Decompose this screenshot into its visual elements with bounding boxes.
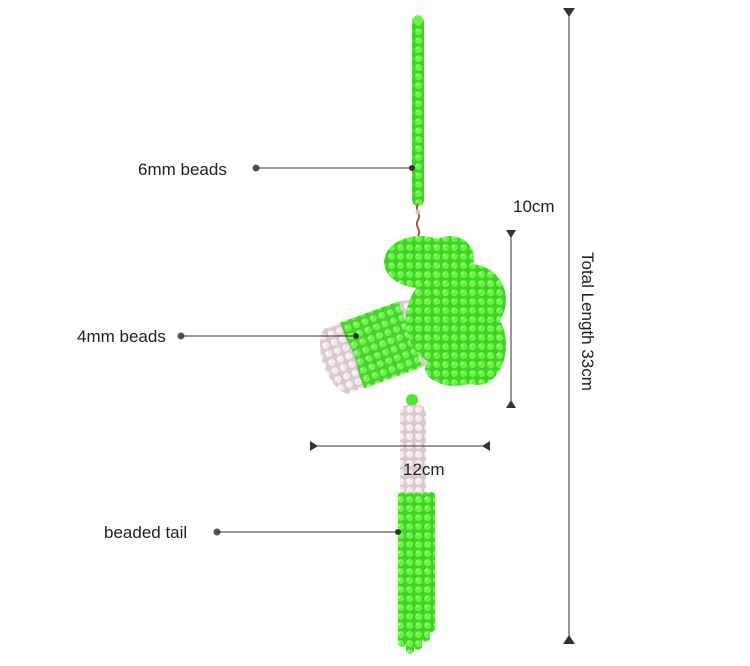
- bead-strand-6mm: [412, 15, 424, 206]
- arrow-down-icon: [506, 230, 516, 238]
- dimension-width-12cm: 12cm: [310, 441, 490, 479]
- arrow-right-icon: [310, 441, 318, 451]
- label-10cm: 10cm: [513, 197, 555, 216]
- label-beaded-tail: beaded tail: [104, 523, 187, 542]
- label-4mm-beads: 4mm beads: [77, 327, 166, 346]
- callout-4mm-beads: 4mm beads: [77, 327, 359, 346]
- dimension-total-length: Total Length 33cm: [563, 8, 597, 644]
- callout-6mm-beads: 6mm beads: [138, 160, 415, 179]
- callout-beaded-tail: beaded tail: [104, 523, 401, 542]
- label-6mm-beads: 6mm beads: [138, 160, 227, 179]
- arrow-up-icon: [563, 635, 575, 644]
- arrow-up-icon: [506, 400, 516, 408]
- green-flower-cluster: [384, 236, 506, 386]
- metal-clasp: [415, 203, 421, 237]
- beaded-ornament: [319, 15, 506, 654]
- arrow-down-icon: [563, 8, 575, 17]
- dimension-height-10cm: 10cm: [506, 197, 555, 408]
- beaded-tail: [398, 394, 435, 654]
- label-12cm: 12cm: [403, 460, 445, 479]
- label-total-length: Total Length 33cm: [578, 252, 597, 391]
- arrow-left-icon: [482, 441, 490, 451]
